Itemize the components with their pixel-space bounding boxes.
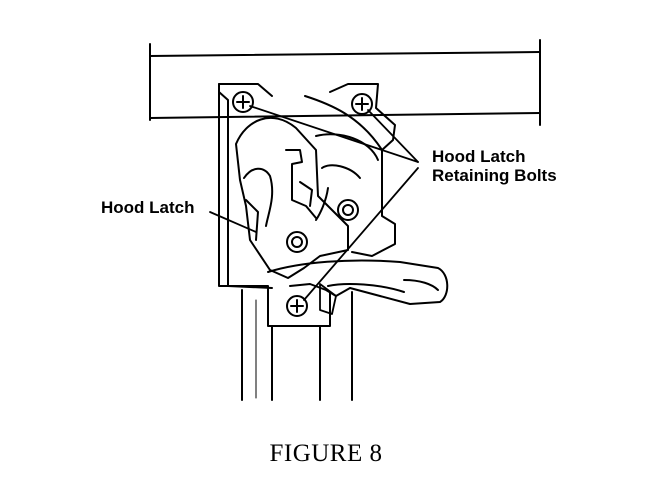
latch-rivet — [286, 231, 308, 253]
retaining-bolts-label: Hood Latch Retaining Bolts — [432, 147, 557, 185]
latch-mechanism — [235, 117, 379, 279]
radiator-support-crossmember — [149, 39, 541, 126]
retaining-bolts-label-line2: Retaining Bolts — [432, 166, 557, 185]
hood-latch-label: Hood Latch — [101, 198, 195, 217]
figure-caption: FIGURE 8 — [0, 440, 656, 468]
latch-mounting-bracket — [218, 83, 396, 327]
release-lever — [267, 259, 449, 315]
retaining-bolt-upper-right — [351, 93, 373, 115]
latch-pivot-bolt — [337, 199, 359, 221]
hood-latch-line-drawing — [149, 39, 541, 401]
leader-lines — [209, 105, 419, 301]
retaining-bolts-label-line1: Hood Latch — [432, 147, 526, 166]
lower-support-bar — [241, 289, 353, 401]
retaining-bolt-upper-left — [232, 91, 254, 113]
retaining-bolt-lower — [286, 295, 308, 317]
figure-caption-text: FIGURE 8 — [269, 440, 383, 467]
